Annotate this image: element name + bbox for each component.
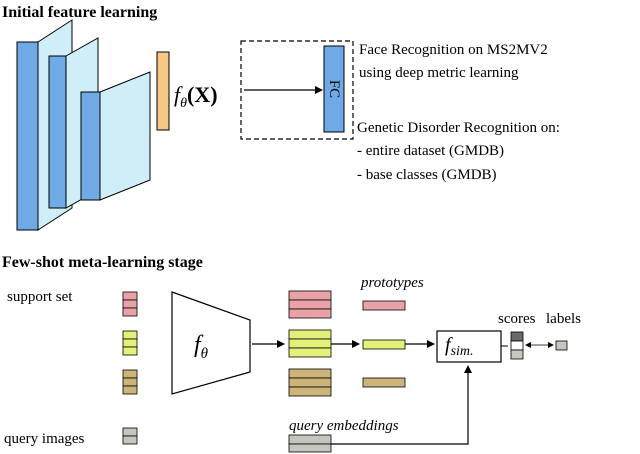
query-images-label: query images <box>4 431 85 447</box>
similarity-function-label: fsim. <box>445 334 474 359</box>
support-pink-group <box>122 291 138 317</box>
fc-dashed-box <box>240 40 354 140</box>
note-line-3: Genetic Disorder Recognition on: <box>357 120 560 136</box>
support-tan-group <box>122 369 138 395</box>
prototypes-label: prototypes <box>360 275 424 291</box>
note-line-1: Face Recognition on MS2MV2 <box>359 42 548 58</box>
cnn-layer-3-front <box>80 91 101 201</box>
labels-label: labels <box>546 311 581 327</box>
similarity-function-box <box>436 330 502 363</box>
prototype-yellow <box>362 339 406 350</box>
label-box <box>555 340 568 351</box>
note-line-5: - base classes (GMDB) <box>357 167 497 183</box>
encoder-trapezoid <box>171 291 251 395</box>
query-embeddings-label: query embeddings <box>289 418 399 434</box>
embedding-tan-stack <box>288 368 332 397</box>
fc-layer <box>323 45 345 133</box>
cnn-layer-1-front <box>16 41 39 231</box>
feature-vector-bar <box>156 51 170 131</box>
fc-label: FC <box>326 80 342 98</box>
prototype-pink <box>362 300 406 311</box>
top-notes: Face Recognition on MS2MV2 using deep me… <box>357 42 560 183</box>
embedding-yellow-stack <box>288 329 332 358</box>
cnn-layer-2-front <box>48 55 67 209</box>
support-yellow-group <box>122 330 138 356</box>
section-title-few-shot: Few-shot meta-learning stage <box>2 254 203 271</box>
feature-function-label: fθ(X) <box>174 82 218 111</box>
cnn-block <box>16 19 151 231</box>
query-embedding-1 <box>288 434 332 445</box>
note-line-4: - entire dataset (GMDB) <box>357 143 504 159</box>
query-image-group <box>122 427 138 445</box>
embedding-pink-stack <box>288 290 332 319</box>
cnn-layer-3-side <box>99 71 151 201</box>
scores-column <box>510 331 524 360</box>
encoder-label: fθ <box>194 332 209 362</box>
scores-label: scores <box>498 311 536 327</box>
support-set-label: support set <box>7 289 73 305</box>
query-to-sim-arrow <box>331 365 472 445</box>
prototype-tan <box>362 377 406 388</box>
section-title-initial-feature-learning: Initial feature learning <box>2 4 157 21</box>
note-line-2: using deep metric learning <box>359 65 519 81</box>
query-embedding-2 <box>288 443 332 453</box>
